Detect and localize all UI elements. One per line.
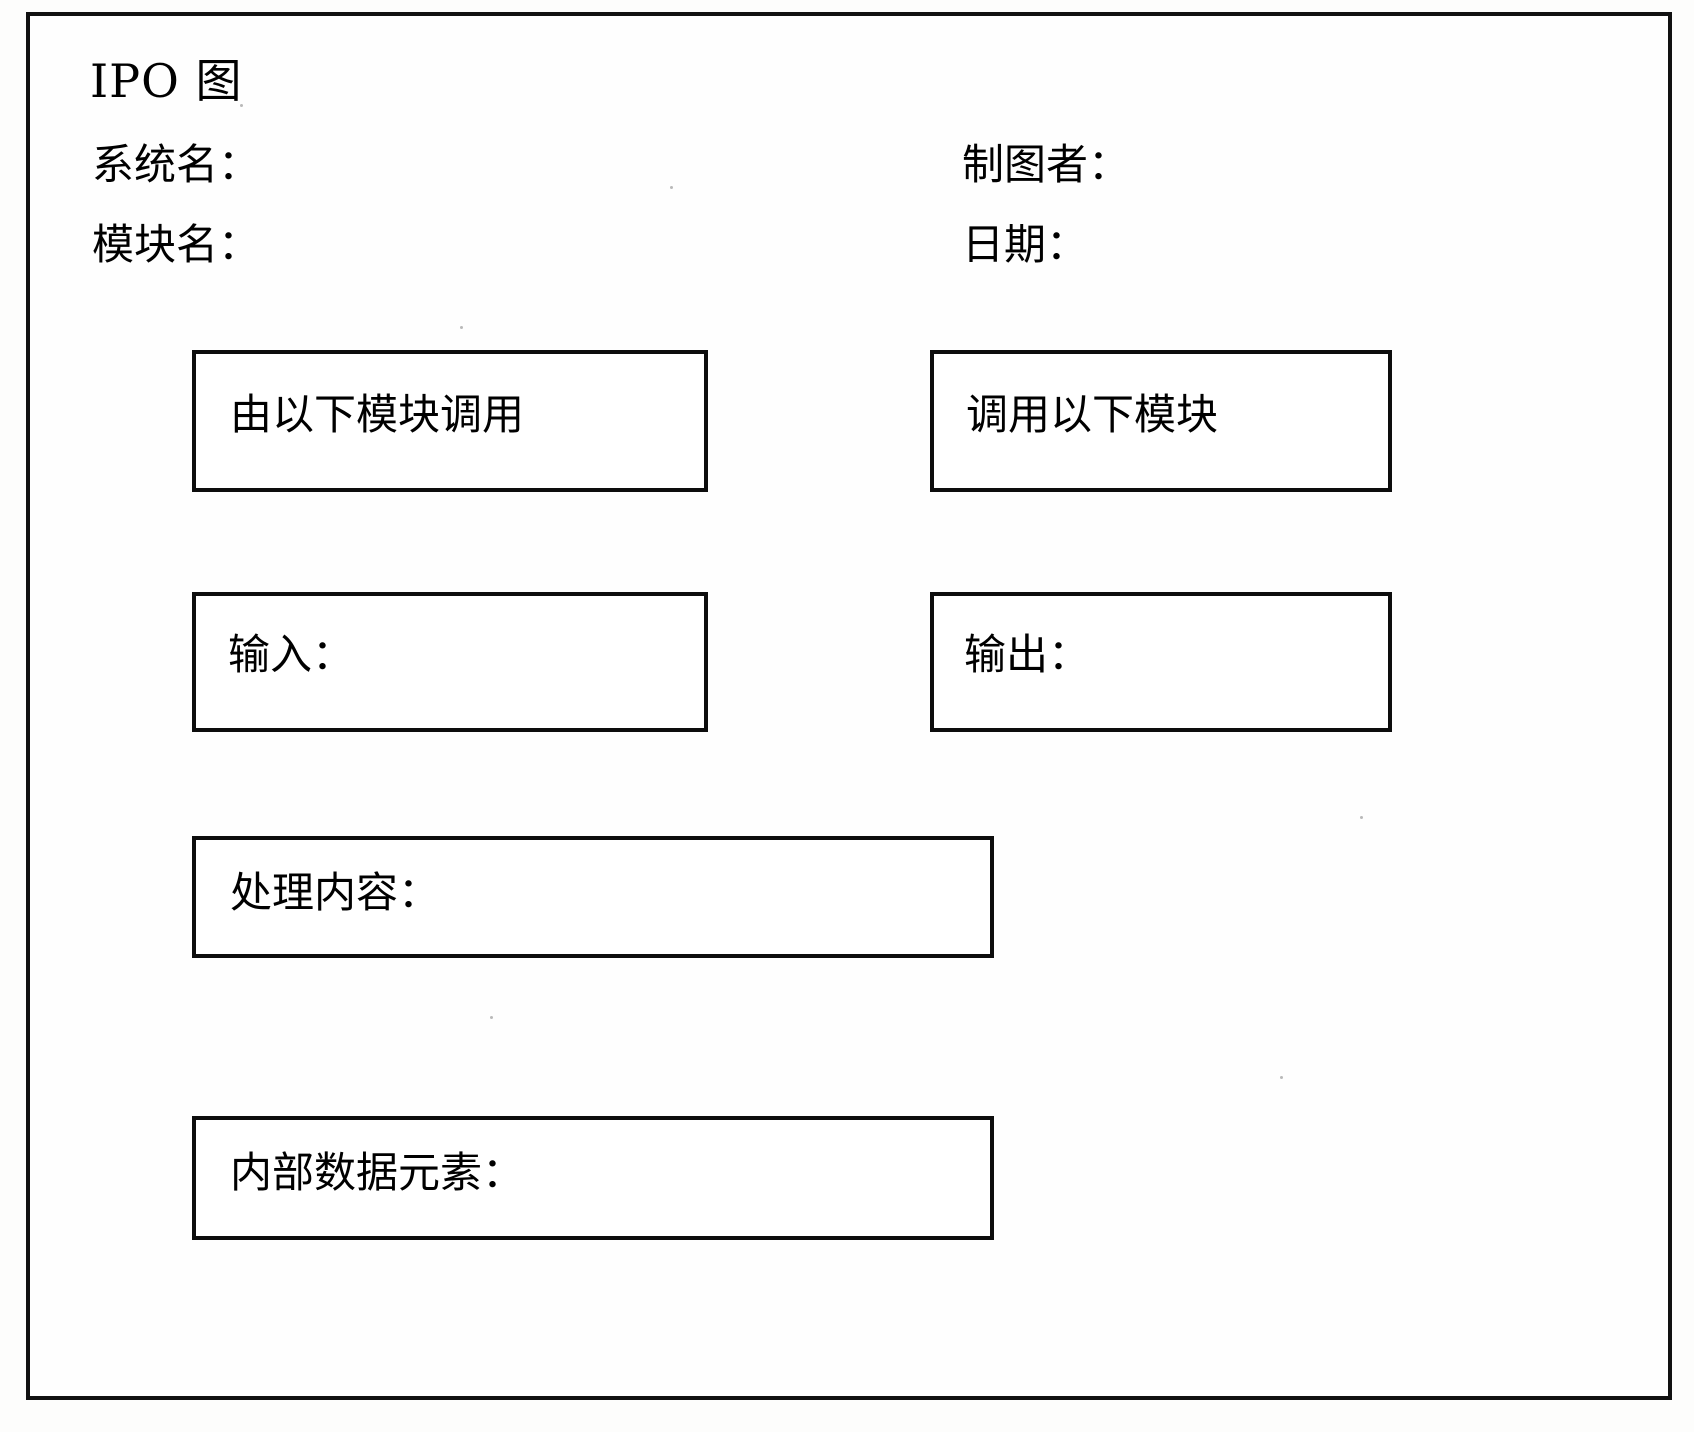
diagram-header: IPO 图 系统名： 模块名： 制图者： 日期： bbox=[30, 16, 1668, 306]
page-title: IPO 图 bbox=[90, 54, 243, 108]
scan-speck bbox=[670, 186, 673, 189]
scan-speck bbox=[1360, 816, 1363, 819]
scan-speck bbox=[240, 104, 243, 107]
box-calls bbox=[930, 350, 1392, 492]
scan-speck bbox=[1280, 1076, 1283, 1079]
box-process bbox=[192, 836, 994, 958]
box-internal-data-label: 内部数据元素： bbox=[230, 1148, 525, 1197]
module-name-label: 模块名： bbox=[92, 220, 261, 269]
scan-speck bbox=[490, 1016, 493, 1019]
system-name-label: 系统名： bbox=[92, 140, 261, 189]
box-process-label: 处理内容： bbox=[230, 868, 441, 917]
scan-speck bbox=[460, 326, 463, 329]
box-internal-data bbox=[192, 1116, 994, 1240]
box-calls-label: 调用以下模块 bbox=[966, 390, 1219, 439]
box-input bbox=[192, 592, 708, 732]
diagram-outer-frame: IPO 图 系统名： 模块名： 制图者： 日期： 由以下模块调用 调用以下模块 … bbox=[26, 12, 1672, 1400]
box-called-by-label: 由以下模块调用 bbox=[230, 390, 525, 439]
box-output-label: 输出： bbox=[964, 630, 1091, 679]
box-output bbox=[930, 592, 1392, 732]
author-label: 制图者： bbox=[962, 140, 1131, 189]
box-called-by bbox=[192, 350, 708, 492]
box-input-label: 输入： bbox=[228, 630, 355, 679]
date-label: 日期： bbox=[962, 220, 1089, 269]
